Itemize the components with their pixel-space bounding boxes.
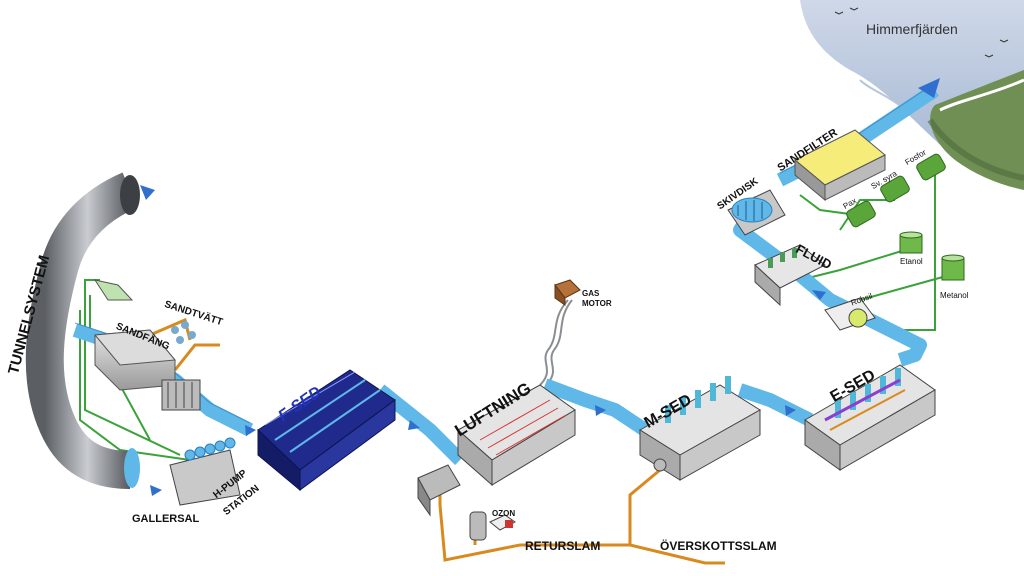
ozon-unit [469, 511, 516, 541]
luftning-tank [457, 384, 576, 487]
svsyra-tank [880, 175, 910, 203]
arrow-icon [812, 290, 826, 300]
outlet-arrow-icon [918, 78, 940, 98]
gas-pipe [539, 299, 573, 386]
arrow-icon [595, 405, 606, 416]
tunnel-system [25, 172, 140, 489]
skivdisk-unit [727, 189, 786, 236]
msed-tank [639, 376, 761, 481]
chemical-lines [79, 175, 951, 461]
robsil-unit [824, 297, 876, 331]
arrow-icon [150, 485, 162, 496]
arrow-icon [245, 425, 256, 436]
chemical-tanks [846, 153, 965, 281]
motor-label: MOTOR [582, 299, 612, 308]
gas-motor [554, 279, 581, 306]
ozon-label: OZON [492, 509, 516, 518]
arrow-icon [785, 405, 796, 416]
chemical-dosing-unit [93, 279, 134, 301]
coast-backdrop [800, 0, 1024, 190]
overskottsslam-label: ÖVERSKOTTSSLAM [660, 539, 777, 553]
gallersal-label: GALLERSAL [132, 513, 200, 525]
hpump-station [169, 437, 241, 506]
screen-unit [161, 379, 201, 411]
etanol-label: Etanol [900, 257, 923, 266]
esed-tank [804, 364, 936, 471]
etanol-tank [899, 231, 923, 254]
sandtvatt-unit [171, 321, 196, 344]
metanol-label: Metanol [940, 291, 969, 300]
sandfilter-unit [794, 129, 886, 202]
fsed-tank [257, 369, 396, 492]
pax-tank [846, 200, 876, 228]
fluid-unit [754, 244, 826, 307]
arrow-icon [140, 185, 155, 200]
himmerfjarden-label: Himmerfjärden [866, 21, 958, 37]
arrow-icon [408, 420, 420, 430]
gas-label: GAS [582, 289, 600, 298]
metanol-tank [941, 254, 965, 281]
returslam-label: RETURSLAM [525, 539, 601, 553]
fosfor-tank [916, 153, 946, 181]
junction-box [417, 464, 461, 517]
